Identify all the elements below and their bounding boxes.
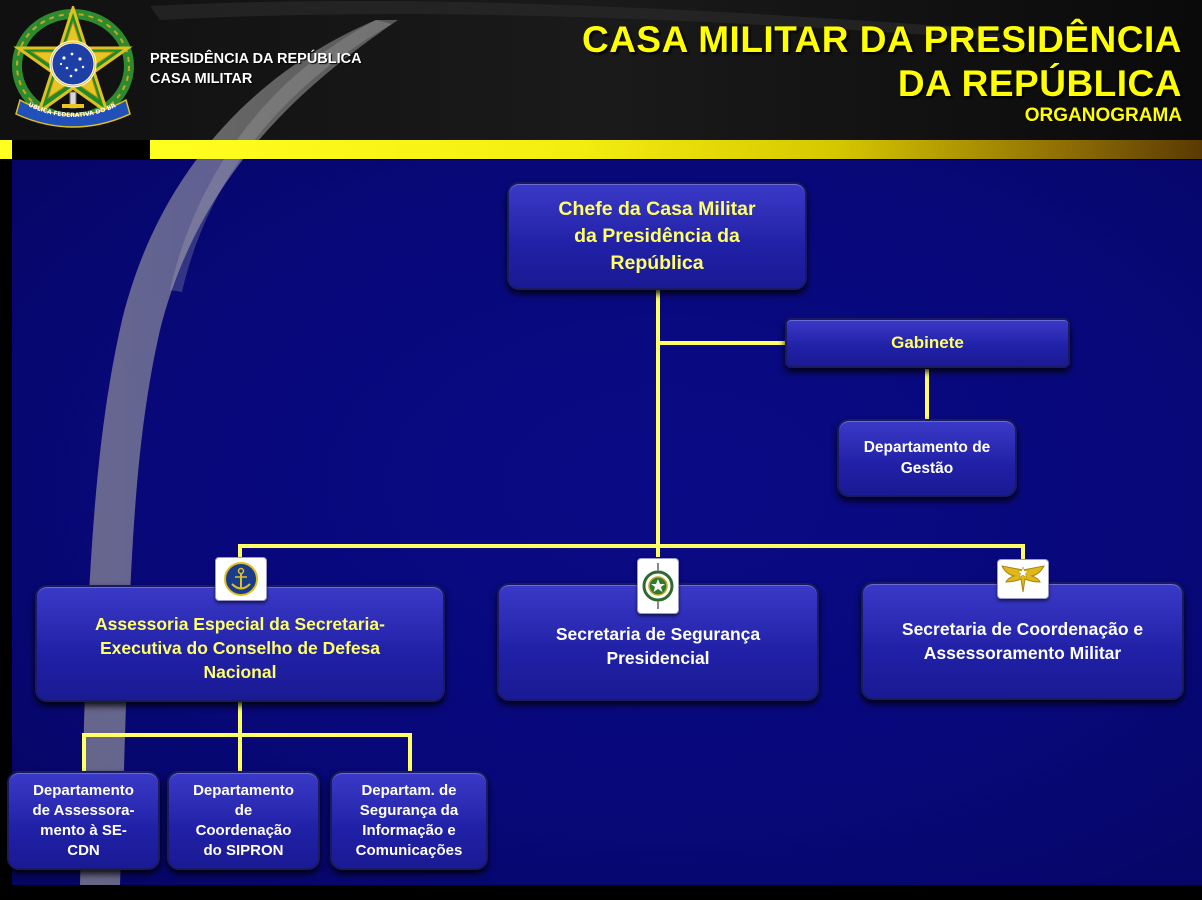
org-box-assessoria-especial-label: Assessoria Especial da Secretaria- Execu… — [95, 613, 385, 682]
connector-assessoria-trunk — [238, 702, 242, 774]
org-box-departamento-gestao: Departamento de Gestão — [837, 419, 1017, 497]
connector-root-trunk — [656, 289, 660, 557]
org-box-coordenacao-assessoramento-label: Secretaria de Coordenação e Assessoramen… — [901, 619, 1144, 663]
page-title-line-2: DA REPÚBLICA — [897, 63, 1182, 104]
header-yellow-bar — [150, 140, 1202, 159]
page-title-line-1: CASA MILITAR DA PRESIDÊNCIA — [581, 19, 1182, 60]
connector-root-to-gabinete — [656, 341, 786, 345]
air-force-badge — [997, 559, 1049, 599]
org-box-departamento-seguranca-informacao-label: Departam. de Segurança da Informação e C… — [355, 781, 463, 859]
connector-department-3-drop — [408, 733, 412, 773]
army-emblem-icon — [642, 563, 674, 609]
org-box-assessoria-especial: Assessoria Especial da Secretaria- Execu… — [35, 585, 445, 702]
connector-department-1-drop — [82, 733, 86, 773]
organization-name-line-2: CASA MILITAR — [150, 71, 253, 87]
organization-name-line-1: PRESIDÊNCIA DA REPÚBLICA — [150, 51, 362, 67]
navy-anchor-emblem-icon — [224, 562, 258, 596]
header-bar-left — [0, 140, 12, 159]
connector-unit-3-drop — [1021, 544, 1025, 561]
navy-badge — [215, 557, 267, 601]
org-box-departamento-gestao-label: Departamento de Gestão — [863, 439, 991, 477]
connector-unit-1-drop — [238, 544, 242, 559]
page-subtitle: ORGANOGRAMA — [1024, 105, 1182, 126]
connector-departments-horizontal — [82, 733, 412, 737]
org-box-departamento-assessoramento-label: Departamento de Assessora- mento à SE- C… — [32, 781, 135, 859]
connector-gabinete-to-gestao — [925, 369, 929, 419]
org-box-chefe-label: Chefe da Casa Militar da Presidência da … — [558, 197, 756, 274]
org-box-coordenacao-assessoramento: Secretaria de Coordenação e Assessoramen… — [861, 582, 1184, 700]
org-box-departamento-assessoramento: Departamento de Assessora- mento à SE- C… — [7, 771, 160, 870]
air-force-wings-emblem-icon — [1001, 565, 1045, 593]
org-box-gabinete-label: Gabinete — [891, 333, 964, 352]
org-box-departamento-seguranca-informacao: Departam. de Segurança da Informação e C… — [330, 771, 488, 870]
org-box-gabinete: Gabinete — [785, 318, 1070, 368]
org-box-chefe: Chefe da Casa Militar da Presidência da … — [507, 182, 807, 290]
army-badge — [637, 558, 679, 614]
brazil-coat-of-arms-icon: REPÚBLICA FEDERATIVA DO BRASIL — [6, 6, 134, 128]
page-title: CASA MILITAR DA PRESIDÊNCIA DA REPÚBLICA — [582, 18, 1182, 106]
left-strip — [0, 160, 12, 900]
connector-units-horizontal — [238, 544, 1025, 548]
org-box-departamento-sipron-label: Departamento de Coordenação do SIPRON — [193, 781, 294, 859]
bottom-strip — [0, 885, 1202, 900]
org-box-departamento-sipron: Departamento de Coordenação do SIPRON — [167, 771, 320, 870]
org-box-seguranca-presidencial-label: Secretaria de Segurança Presidencial — [555, 624, 761, 668]
